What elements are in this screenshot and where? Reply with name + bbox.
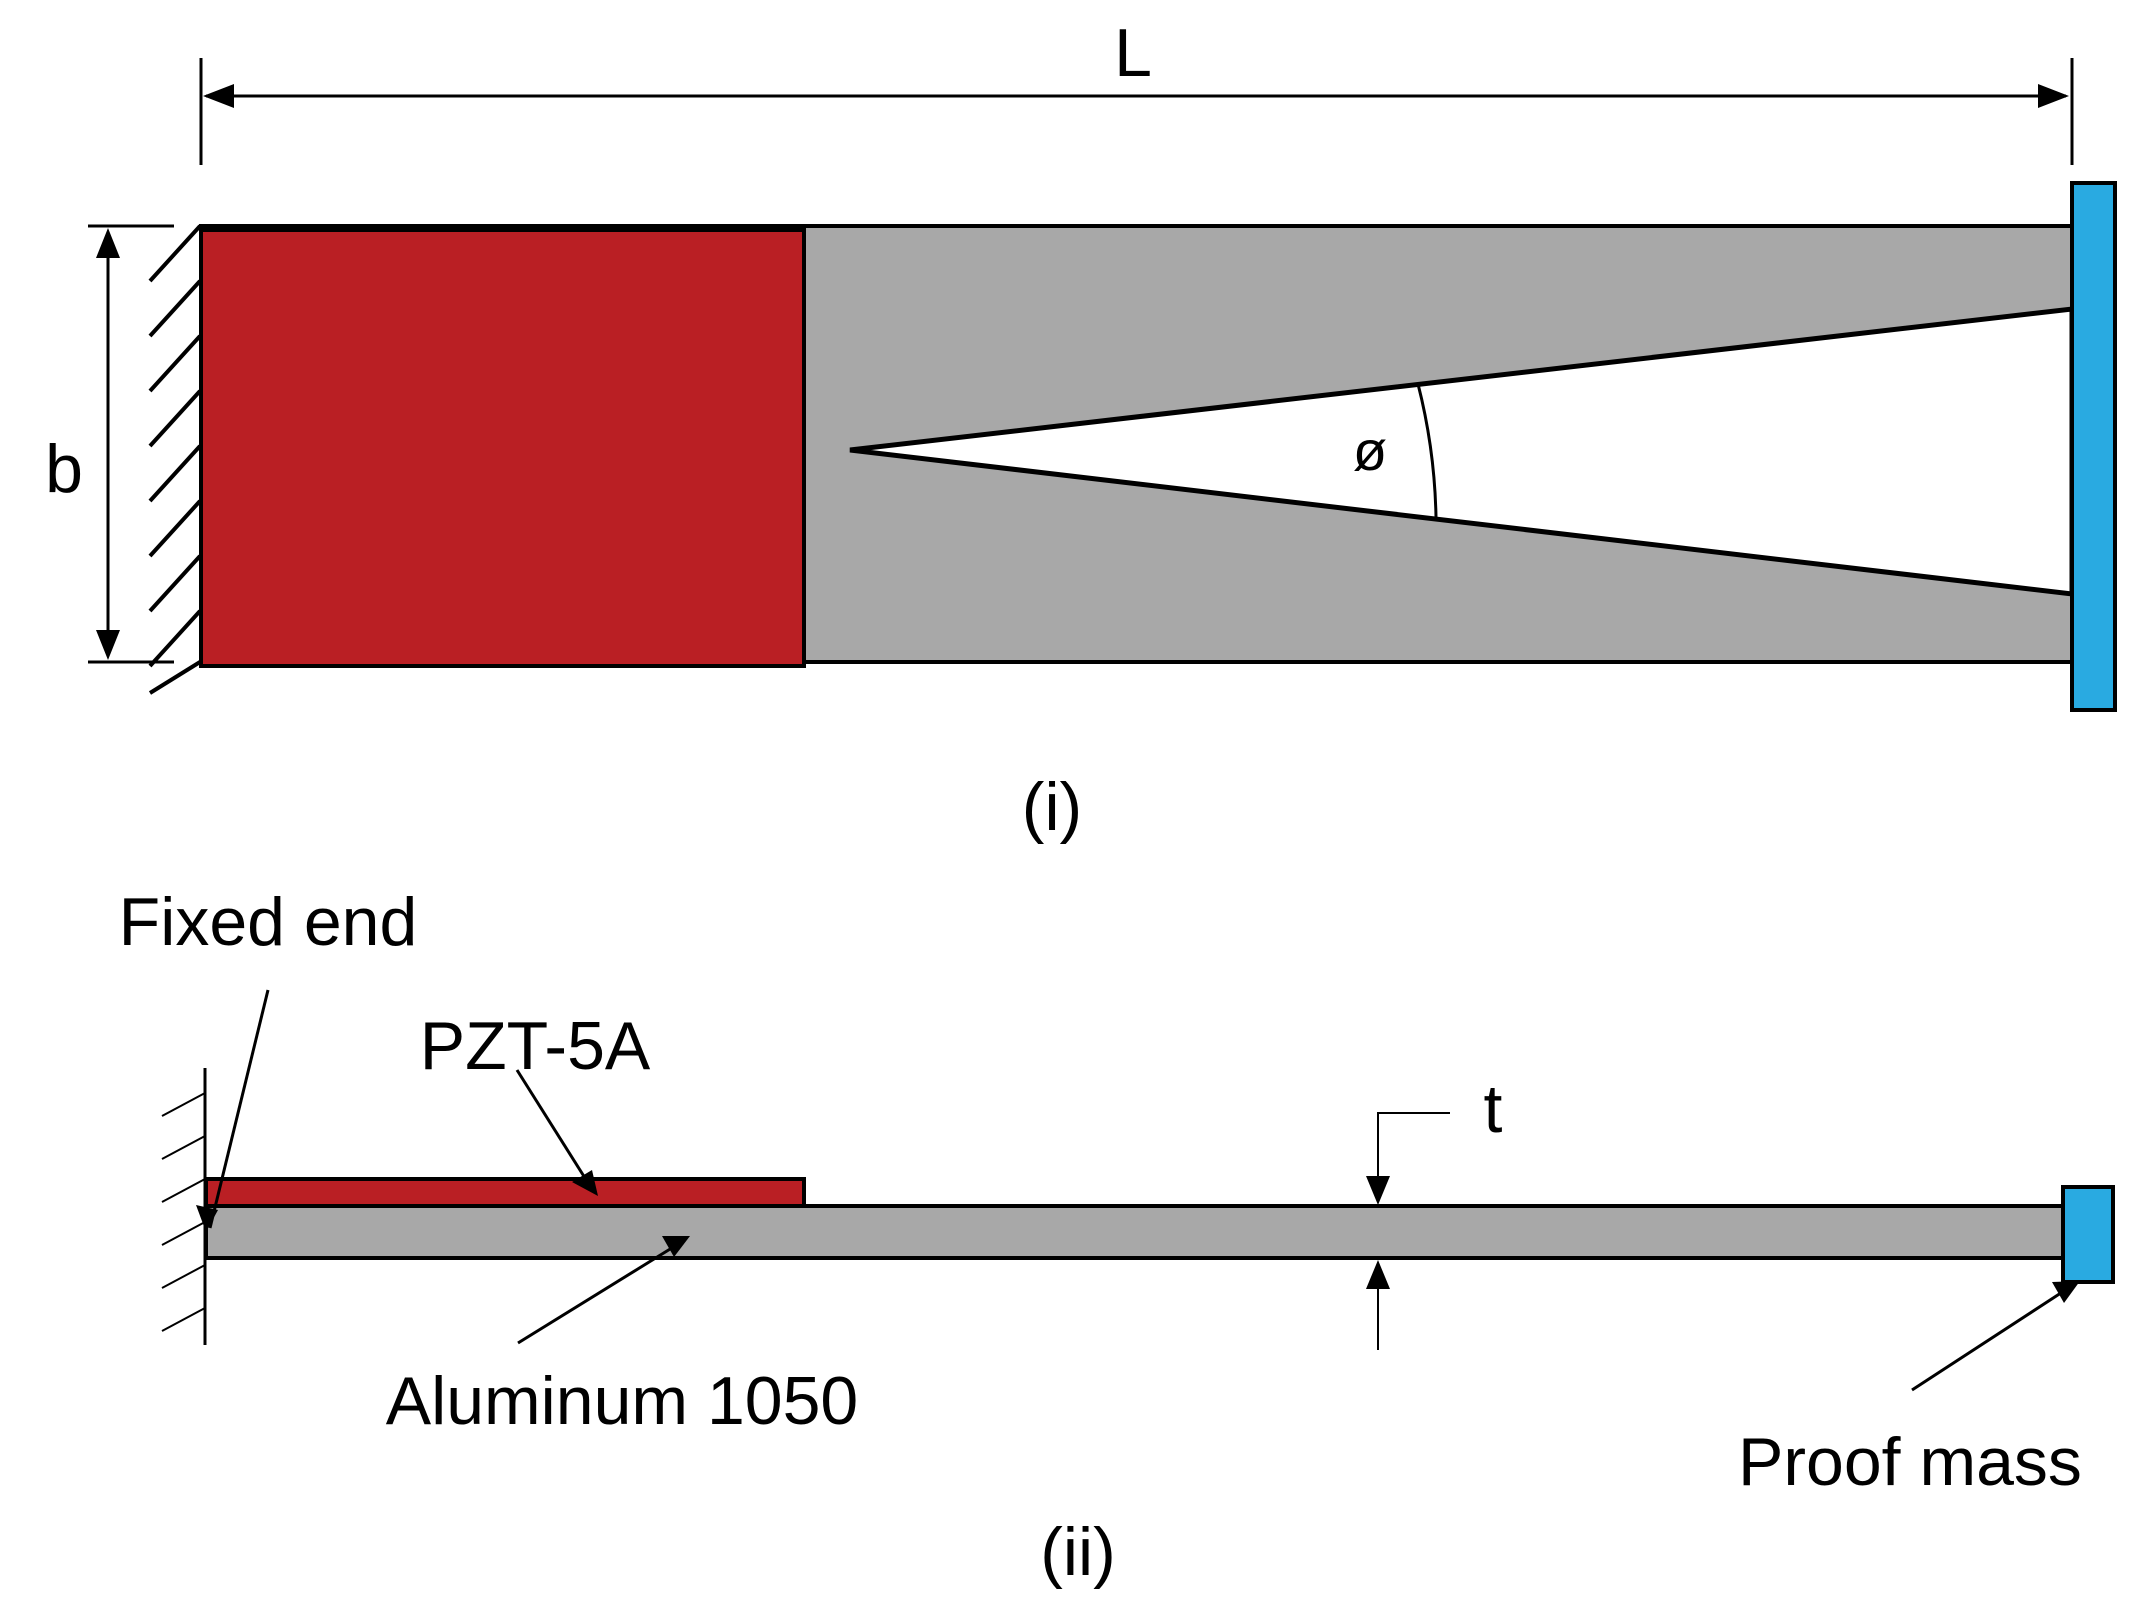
fixed-end-arrowhead (196, 1205, 218, 1232)
fixed-end-label: Fixed end (119, 884, 418, 960)
proof-mass-leader (1911, 1287, 2068, 1392)
substrate-arrowhead (662, 1236, 690, 1257)
fixed-wall-hatch-top (148, 224, 202, 695)
length-dimension (199, 58, 2074, 165)
side-view: t Fixed end PZT-5A Aluminum 1050 Proof m… (119, 884, 2115, 1590)
thickness-arrow-top (1366, 1176, 1390, 1205)
substrate-side (204, 1204, 2065, 1260)
thickness-label: t (1484, 1071, 1503, 1147)
width-dimension (88, 224, 174, 664)
length-label: L (1114, 15, 1152, 91)
substrate-leader (517, 1244, 676, 1345)
thickness-arrow-bottom (1366, 1260, 1390, 1289)
width-label: b (45, 431, 83, 507)
proof-mass-top (2070, 181, 2117, 712)
angle-label: ø (1353, 419, 1387, 482)
fixed-wall-hatch-side (161, 1092, 206, 1332)
piezo-arrowhead (572, 1170, 598, 1196)
top-view: L b ø (45, 15, 2117, 845)
proof-mass-side (2061, 1185, 2115, 1284)
fixed-end-leader (208, 989, 270, 1229)
piezo-label: PZT-5A (420, 1008, 651, 1084)
piezo-layer-side (204, 1177, 806, 1208)
piezo-leader (515, 1069, 587, 1179)
piezo-patch-top (199, 228, 806, 668)
caption-bottom: (ii) (1040, 1514, 1116, 1590)
angle-arc (1416, 383, 1438, 518)
proof-mass-label: Proof mass (1738, 1424, 2082, 1500)
caption-top: (i) (1022, 769, 1082, 845)
thickness-dimension (1377, 1112, 1450, 1350)
proof-mass-arrowhead (2052, 1281, 2080, 1303)
substrate-label: Aluminum 1050 (386, 1363, 858, 1439)
